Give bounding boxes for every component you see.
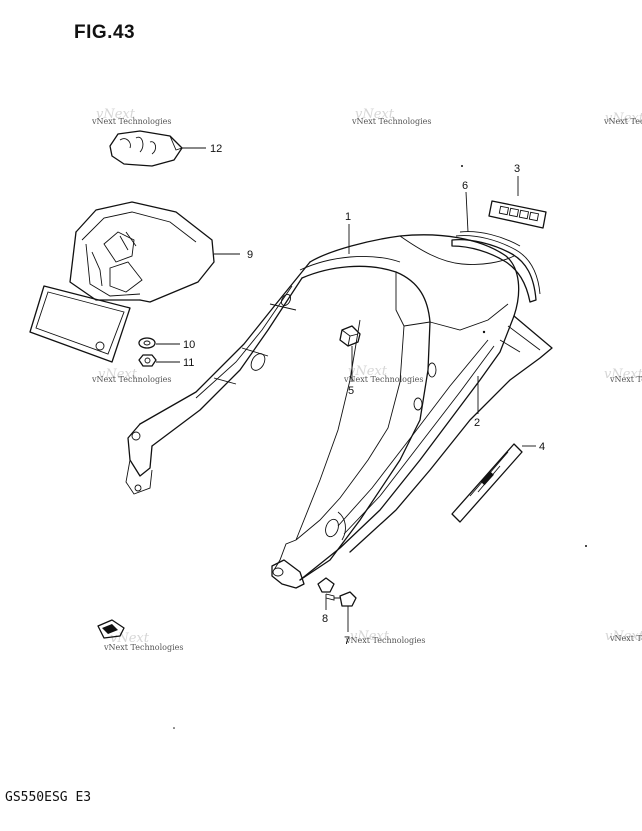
tail-box-lid xyxy=(29,285,131,363)
svg-text:vNext: vNext xyxy=(605,629,642,644)
svg-text:vNext Technologies: vNext Technologies xyxy=(603,117,642,126)
callout-10: 10 xyxy=(183,339,195,351)
svg-text:vNext: vNext xyxy=(355,107,395,122)
svg-text:vNext Technologies: vNext Technologies xyxy=(345,636,425,645)
part-6-rubber-strip xyxy=(451,231,541,303)
watermark: vNext vNext Technologies xyxy=(605,629,642,644)
part-8-washer xyxy=(317,577,335,593)
svg-text:vNext Technologies: vNext Technologies xyxy=(351,117,431,126)
part-12-tool-pouch xyxy=(109,130,183,167)
callout-3: 3 xyxy=(514,163,520,175)
callout-8: 8 xyxy=(322,613,328,625)
watermark: vNext vNext Technologies xyxy=(351,107,431,126)
watermark: vNext vNext Technologies xyxy=(603,111,642,126)
svg-text:vNext: vNext xyxy=(350,629,390,644)
watermark: vNext vNext Technologies xyxy=(103,631,183,652)
model-code: GS550ESG E3 xyxy=(5,790,92,805)
callout-6: 6 xyxy=(462,180,468,192)
watermark: vNext vNext Technologies xyxy=(343,364,423,384)
svg-text:vNext: vNext xyxy=(604,367,642,382)
part-11-nut xyxy=(138,354,157,367)
callout-12: 12 xyxy=(210,143,222,155)
figure-title: FIG.43 xyxy=(74,22,136,43)
part-1-frame-cover xyxy=(125,234,520,589)
stray-mark xyxy=(173,727,175,729)
part-10-washer xyxy=(138,337,156,349)
callout-9: 9 xyxy=(247,249,253,261)
watermark: vNext vNext Technologies xyxy=(345,629,425,645)
part-7-bolt xyxy=(325,591,357,607)
svg-text:vNext: vNext xyxy=(605,111,642,126)
svg-text:vNext Technologies: vNext Technologies xyxy=(103,643,183,652)
part-4-decal-stripe xyxy=(451,443,523,523)
svg-text:vNext Technologies: vNext Technologies xyxy=(609,634,642,643)
small-bracket-part xyxy=(97,619,125,639)
svg-text:vNext Technologies: vNext Technologies xyxy=(91,375,171,384)
callout-5: 5 xyxy=(348,385,354,397)
stray-mark xyxy=(585,545,587,547)
watermarks: vNext vNext Technologies vNext vNext Tec… xyxy=(91,107,642,652)
callout-11: 11 xyxy=(183,357,194,369)
leader-6 xyxy=(465,191,469,233)
callout-7: 7 xyxy=(344,635,350,647)
svg-text:vNext: vNext xyxy=(98,367,138,382)
watermark: vNext vNext Technologies xyxy=(91,107,171,126)
svg-text:vNext Technologies: vNext Technologies xyxy=(91,117,171,126)
callout-1: 1 xyxy=(345,211,351,223)
callouts: 1 2 3 4 5 6 7 8 9 10 11 12 xyxy=(156,143,545,647)
watermark: vNext vNext Technologies xyxy=(604,367,642,384)
part-2-side-cover xyxy=(337,315,553,553)
svg-text:vNext: vNext xyxy=(96,107,136,122)
part-3-emblem xyxy=(488,200,547,229)
callout-2: 2 xyxy=(474,417,480,429)
svg-text:vNext Technologies: vNext Technologies xyxy=(343,375,423,384)
part-5-cushion xyxy=(339,325,361,347)
part-9-tail-box xyxy=(69,201,215,303)
stray-mark xyxy=(461,165,463,167)
svg-text:vNext: vNext xyxy=(348,364,388,379)
svg-text:vNext Technologies: vNext Technologies xyxy=(609,375,642,384)
callout-4: 4 xyxy=(539,441,545,453)
watermark: vNext vNext Technologies xyxy=(91,367,171,384)
